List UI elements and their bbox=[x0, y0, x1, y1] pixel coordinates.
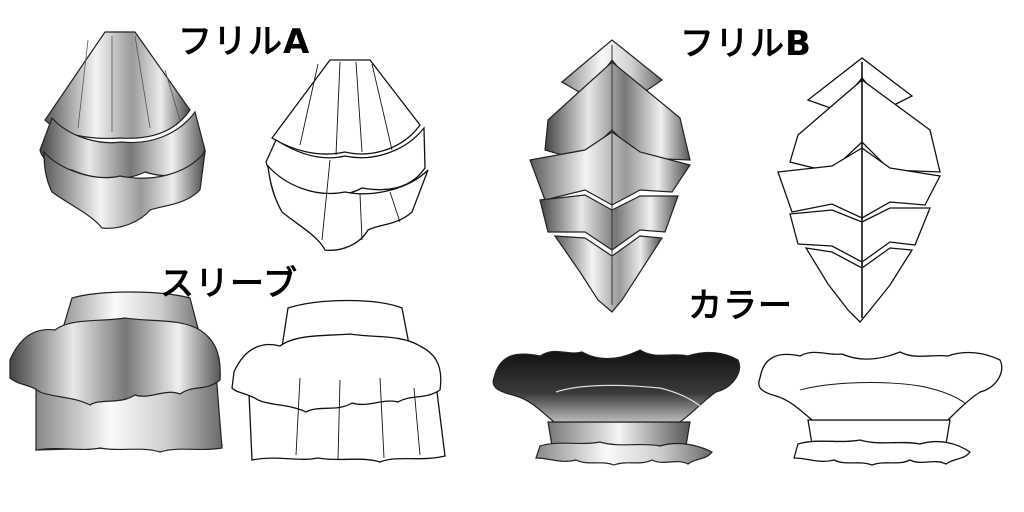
frill-a-shaded bbox=[39, 31, 206, 229]
label-frill-a: フリルA bbox=[178, 22, 311, 62]
label-sleeve: スリーブ bbox=[160, 264, 298, 304]
frill-b-shaded bbox=[529, 39, 691, 313]
collar-shaded bbox=[492, 349, 741, 466]
frill-a-lineart bbox=[265, 59, 429, 251]
collar-lineart bbox=[758, 351, 1003, 466]
sleeve-lineart bbox=[231, 299, 446, 463]
label-frill-b: フリルB bbox=[680, 24, 812, 64]
sleeve-shaded bbox=[9, 291, 223, 453]
frill-b-lineart bbox=[777, 57, 941, 323]
label-collar: カラー bbox=[688, 286, 793, 326]
